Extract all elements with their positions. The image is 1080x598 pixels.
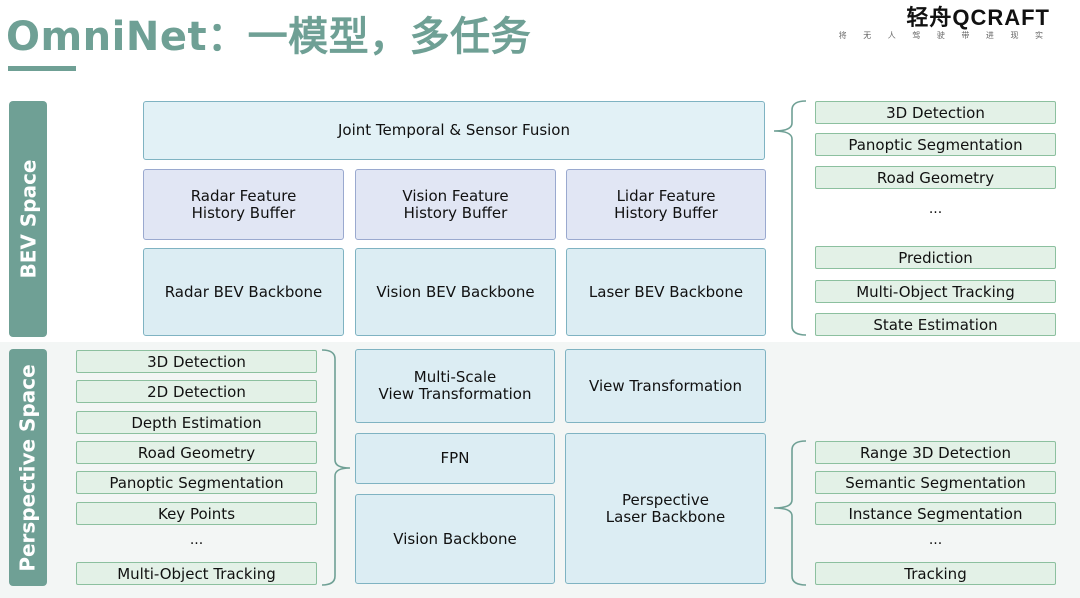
bev-tasks-bracket — [773, 100, 807, 336]
multi-scale-view-transformation: Multi-Scale View Transformation — [355, 349, 555, 423]
bev-space-text: BEV Space — [16, 159, 41, 279]
persp-task-road-geometry: Road Geometry — [76, 441, 317, 464]
lidar-history-buffer: Lidar Feature History Buffer — [566, 169, 766, 240]
persp-task-2d-detection: 2D Detection — [76, 380, 317, 403]
persp-task-right-ellipsis: ... — [928, 532, 943, 548]
bev-space-label: BEV Space — [9, 101, 47, 337]
brand-tagline: 将 无 人 驾 驶 带 进 现 实 — [838, 31, 1050, 40]
title-underline — [8, 66, 76, 71]
persp-task-3d-detection: 3D Detection — [76, 350, 317, 373]
bev-task-multi-object-tracking: Multi-Object Tracking — [815, 280, 1056, 303]
persp-task-multi-object-tracking: Multi-Object Tracking — [76, 562, 317, 585]
bev-task-prediction: Prediction — [815, 246, 1056, 269]
brand-logo: 轻舟QCRAFT 将 无 人 驾 驶 带 进 现 实 — [839, 0, 1050, 41]
view-transformation: View Transformation — [565, 349, 766, 423]
bev-task-ellipsis: ... — [928, 201, 943, 217]
bev-task-panoptic-segmentation: Panoptic Segmentation — [815, 133, 1056, 156]
persp-task-panoptic-segmentation: Panoptic Segmentation — [76, 471, 317, 494]
perspective-space-text: Perspective Space — [16, 363, 40, 572]
vision-backbone: Vision Backbone — [355, 494, 555, 584]
bev-task-road-geometry: Road Geometry — [815, 166, 1056, 189]
persp-task-key-points: Key Points — [76, 502, 317, 525]
persp-task-instance-segmentation: Instance Segmentation — [815, 502, 1056, 525]
persp-task-depth-estimation: Depth Estimation — [76, 411, 317, 434]
vision-bev-backbone: Vision BEV Backbone — [355, 248, 556, 336]
persp-task-tracking: Tracking — [815, 562, 1056, 585]
brand-name: 轻舟QCRAFT — [906, 5, 1050, 30]
bev-task-3d-detection: 3D Detection — [815, 101, 1056, 124]
joint-fusion-box: Joint Temporal & Sensor Fusion — [143, 101, 765, 160]
radar-bev-backbone: Radar BEV Backbone — [143, 248, 344, 336]
persp-task-semantic-segmentation: Semantic Segmentation — [815, 471, 1056, 494]
persp-task-range-3d-detection: Range 3D Detection — [815, 441, 1056, 464]
radar-history-buffer: Radar Feature History Buffer — [143, 169, 344, 240]
fpn-box: FPN — [355, 433, 555, 484]
bev-task-state-estimation: State Estimation — [815, 313, 1056, 336]
vision-history-buffer: Vision Feature History Buffer — [355, 169, 556, 240]
perspective-space-label: Perspective Space — [9, 349, 47, 586]
laser-bev-backbone: Laser BEV Backbone — [566, 248, 766, 336]
persp-task-ellipsis: ... — [189, 532, 204, 548]
perspective-laser-backbone: Perspective Laser Backbone — [565, 433, 766, 584]
page-title: OmniNet：一模型，多任务 — [6, 14, 532, 60]
